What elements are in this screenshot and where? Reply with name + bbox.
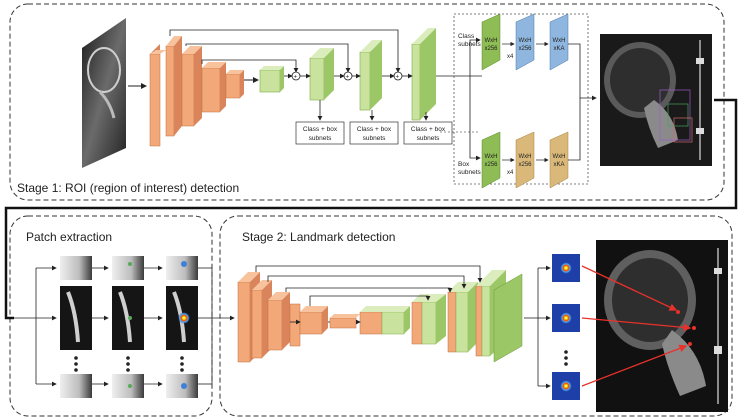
stage-connector (4, 98, 738, 320)
svg-text:WxH: WxH (519, 154, 532, 160)
patch-row-1 (60, 256, 198, 280)
svg-text:Class: Class (458, 33, 475, 40)
input-xray-image (82, 18, 126, 168)
svg-text:subnets: subnets (417, 135, 441, 142)
unet-encoder (237, 272, 360, 363)
svg-text:x256: x256 (484, 162, 498, 168)
landmark-output-xray (596, 240, 728, 412)
svg-text:x256: x256 (484, 46, 498, 52)
svg-text:Class + box: Class + box (411, 126, 446, 133)
svg-text:WxH: WxH (485, 154, 498, 160)
heatmap-arrows (524, 265, 551, 389)
svg-text:x256: x256 (518, 46, 532, 52)
heatmap-2 (552, 304, 580, 332)
fpn-blocks: + + + (259, 28, 436, 121)
svg-text:+: + (346, 75, 350, 81)
svg-text:Class + box: Class + box (357, 126, 392, 133)
box-head: WxH x256 x4 WxH x256 WxH xKA (481, 131, 569, 189)
svg-text:subnets: subnets (309, 135, 333, 142)
class-box-subnet-3: Class + box subnets (403, 121, 453, 145)
svg-text:subnets: subnets (363, 135, 387, 142)
svg-text:WxH: WxH (485, 38, 498, 44)
class-box-subnet-2: Class + box subnets (349, 121, 399, 145)
svg-text:Box: Box (458, 161, 470, 168)
class-head: WxH x256 x4 WxH x256 WxH xKA (481, 13, 569, 71)
patch-extraction-title: Patch extraction (26, 230, 113, 244)
svg-text:WxH: WxH (519, 38, 532, 44)
svg-text:+: + (294, 75, 298, 81)
patch-extraction-grid (14, 265, 213, 387)
landmark-pointer-arrows (581, 265, 692, 387)
svg-text:WxH: WxH (553, 38, 566, 44)
stage1-box (9, 3, 725, 201)
ellipsis-dots-heatmap (564, 350, 568, 366)
patch-row-3 (60, 374, 198, 398)
skip-connections (255, 265, 483, 325)
svg-text:x4: x4 (507, 170, 514, 176)
svg-text:+: + (396, 75, 400, 81)
svg-text:WxH: WxH (553, 154, 566, 160)
unet-decoder (359, 270, 523, 363)
class-box-subnet-1: Class + box subnets (295, 121, 345, 145)
svg-text:x256: x256 (518, 162, 532, 168)
patch-row-2 (60, 286, 198, 350)
svg-text:x4: x4 (507, 54, 514, 60)
roi-output-xray (600, 34, 712, 166)
heatmap-1 (552, 254, 580, 282)
fpn-connections (169, 29, 482, 121)
svg-text:xKA: xKA (553, 162, 564, 168)
stage2-title: Stage 2: Landmark detection (242, 230, 396, 244)
resnet-backbone (149, 36, 244, 147)
stage2-box (219, 215, 733, 417)
stage1-title: Stage 1: ROI (region of interest) detect… (17, 181, 240, 195)
svg-text:subnets: subnets (458, 169, 482, 176)
heatmap-3 (552, 372, 580, 400)
svg-text:Class + box: Class + box (303, 126, 338, 133)
ellipsis-dots (74, 356, 184, 372)
svg-text:xKA: xKA (553, 46, 564, 52)
